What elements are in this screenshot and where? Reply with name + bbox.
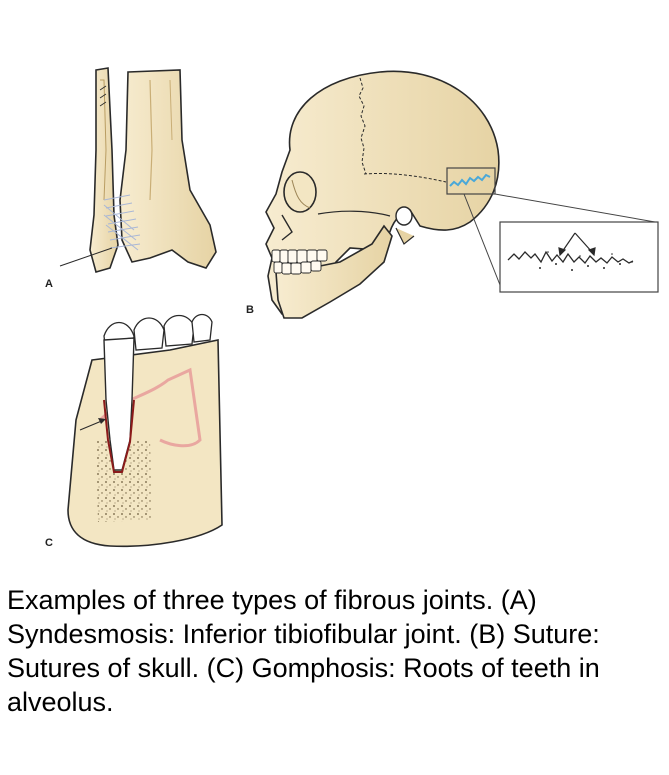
magnified-suture-line — [507, 250, 634, 265]
external-acoustic-meatus — [395, 206, 413, 226]
lambdoid-suture-line — [363, 172, 447, 183]
panel-c-gomphosis — [67, 313, 223, 548]
periodontal-ligament — [103, 399, 135, 473]
zoom-connector-top — [494, 193, 656, 223]
fibrous-joints-illustration — [59, 67, 659, 548]
panel-label-b: B — [246, 304, 254, 316]
panel-a-leader-line — [59, 247, 113, 267]
orbit — [283, 171, 317, 213]
fibula-bone — [89, 67, 119, 273]
figure-caption: Examples of three types of fibrous joint… — [7, 585, 600, 717]
crowns — [103, 313, 213, 355]
mandible — [275, 224, 393, 319]
zoom-connector-bottom — [463, 193, 503, 291]
panel-a-syndesmosis — [59, 67, 217, 273]
panel-label-c: C — [45, 537, 53, 549]
magnified-suture-texture — [539, 251, 633, 271]
inset-arrows — [558, 232, 596, 257]
panel-label-a: A — [45, 278, 53, 290]
skull-teeth — [271, 249, 328, 275]
suture-highlight-box — [446, 167, 496, 195]
interosseous-ligament — [103, 194, 141, 251]
spongy-bone — [96, 440, 152, 522]
panel-b-suture — [265, 70, 659, 319]
suture-highlight-line — [449, 173, 491, 187]
coronal-suture — [358, 77, 367, 175]
